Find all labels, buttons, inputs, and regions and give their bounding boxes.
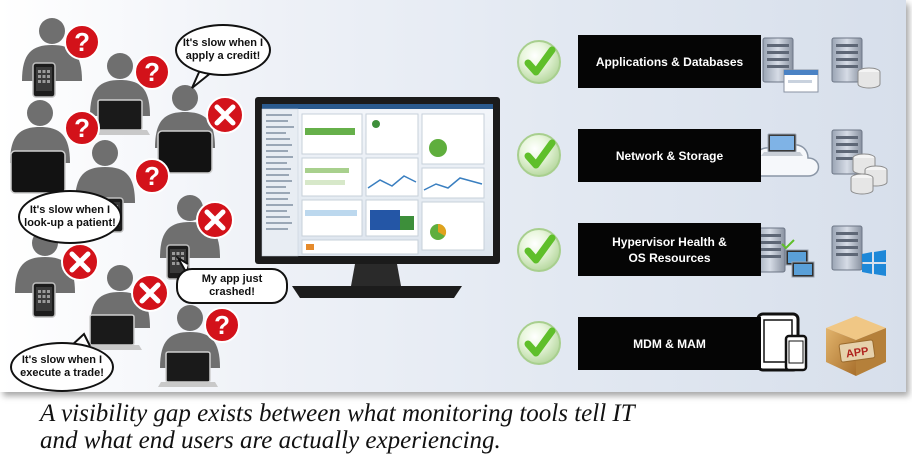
green-check-icon: [518, 134, 560, 176]
layer-label-mdm-mam: MDM & MAM: [578, 317, 761, 370]
smartphone-icon: [32, 62, 56, 98]
app-server-icon: [762, 37, 819, 93]
laptop-icon: [81, 314, 143, 351]
question-mark-icon: [134, 54, 170, 90]
mobile-devices-icon: [756, 312, 808, 372]
app-package-icon: APP: [826, 316, 886, 376]
red-x-icon: [207, 97, 243, 133]
hypervisor-server-icon: [754, 227, 815, 278]
red-x-icon: [197, 202, 233, 238]
green-check-icon: [518, 322, 560, 364]
speech-bubble-credit: It's slow when I apply a credit!: [175, 24, 271, 76]
caption: A visibility gap exists between what mon…: [40, 400, 900, 454]
cloud-network-icon: [742, 133, 820, 177]
red-x-icon: [62, 244, 98, 280]
monitor-base: [292, 286, 462, 298]
speech-bubble-patient: It's slow when I look-up a patient!: [18, 190, 122, 244]
windows-os-server-icon: [831, 225, 886, 276]
green-check-icon: [518, 41, 560, 83]
laptop-icon: [157, 351, 219, 388]
tablet-icon: [10, 150, 66, 194]
layer-label-network-storage: Network & Storage: [578, 129, 761, 182]
layer-label-applications-databases: Applications & Databases: [578, 35, 761, 88]
red-x-icon: [132, 275, 168, 311]
green-check-icon: [518, 229, 560, 271]
monitoring-console: [255, 97, 500, 298]
app-badge-text: APP: [845, 345, 869, 360]
monitor-stand: [351, 264, 401, 286]
storage-server-icon: [831, 129, 888, 195]
question-mark-icon: [64, 110, 100, 146]
speech-bubble-trade: It's slow when I execute a trade!: [10, 342, 114, 392]
smartphone-icon: [32, 282, 56, 318]
speech-bubble-crashed: My app just crashed!: [176, 268, 288, 304]
question-mark-icon: [134, 158, 170, 194]
caption-line-2: and what end users are actually experien…: [40, 427, 501, 454]
question-mark-icon: [64, 24, 100, 60]
question-mark-icon: [204, 307, 240, 343]
database-server-icon: [831, 37, 881, 89]
caption-line-1: A visibility gap exists between what mon…: [40, 400, 635, 427]
layer-label-hypervisor-os: Hypervisor Health & OS Resources: [578, 223, 761, 276]
